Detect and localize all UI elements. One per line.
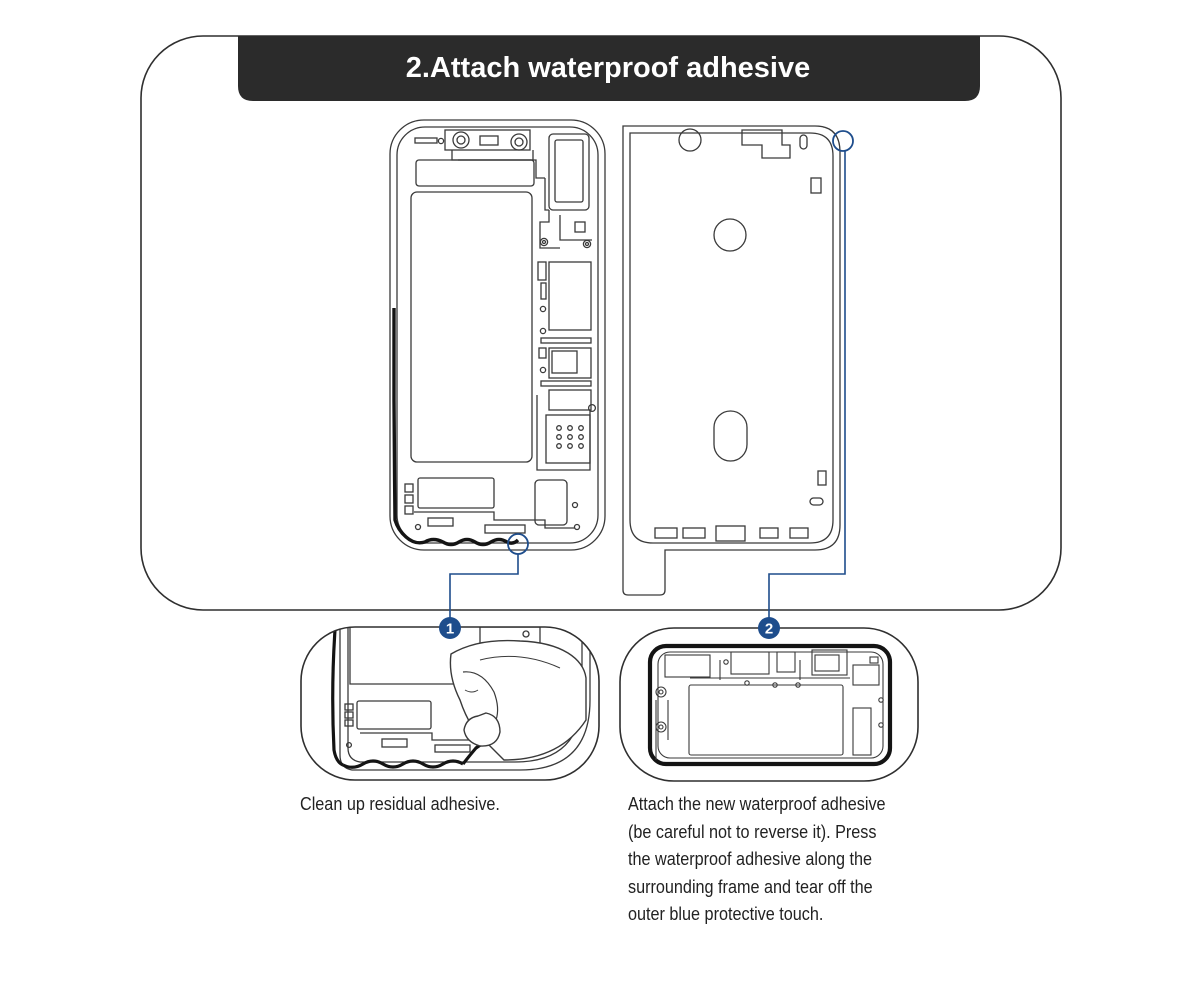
callout-circle-2 bbox=[832, 130, 854, 152]
phone-frame-illustration bbox=[389, 119, 606, 551]
caption-line: surrounding frame and tear off the bbox=[628, 876, 873, 897]
caption-line: outer blue protective touch. bbox=[628, 904, 824, 924]
residual-adhesive bbox=[392, 308, 520, 547]
detail-clean-adhesive bbox=[300, 626, 600, 781]
caption-line: (be careful not to reverse it). Press bbox=[628, 821, 877, 842]
adhesive-sheet-illustration bbox=[622, 125, 841, 596]
main-panel bbox=[140, 35, 1062, 611]
callout-leader-1 bbox=[449, 554, 519, 618]
caption-line: Clean up residual adhesive. bbox=[300, 794, 500, 814]
callout-leader-2 bbox=[768, 151, 846, 618]
step-1-badge: 1 bbox=[439, 617, 461, 639]
svg-text:2: 2 bbox=[765, 621, 773, 638]
page-title: 2.Attach waterproof adhesive bbox=[406, 52, 811, 84]
caption-line: Attach the new waterproof adhesive bbox=[628, 794, 886, 814]
detail-attach-adhesive bbox=[619, 627, 919, 782]
svg-text:1: 1 bbox=[446, 621, 454, 638]
caption-line: the waterproof adhesive along the bbox=[628, 849, 873, 869]
step-1-caption: Clean up residual adhesive. bbox=[300, 791, 500, 819]
step-2-caption: Attach the new waterproof adhesive (be c… bbox=[628, 791, 886, 929]
title-bar bbox=[238, 36, 980, 101]
step-2-badge: 2 bbox=[758, 617, 780, 639]
